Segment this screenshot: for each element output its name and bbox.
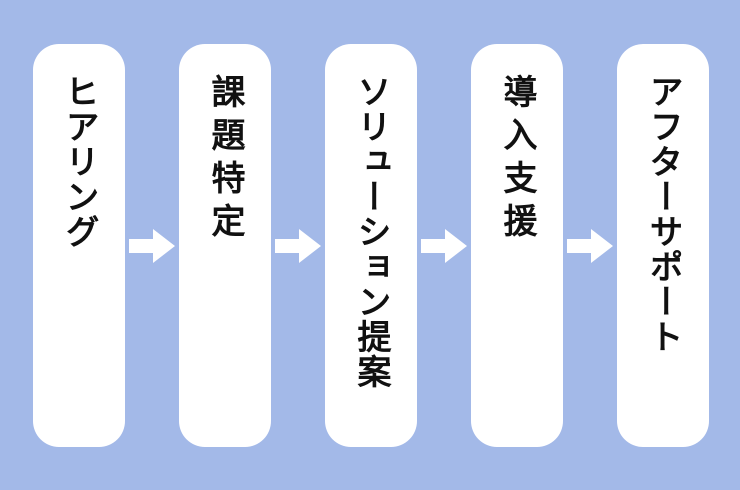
step-label-implementation-support: 導入支援 [497,74,537,246]
step-card-after-support: アフターサポート [617,44,709,447]
step-card-solution-proposal: ソリューション提案 [325,44,417,447]
step-label-hearing: ヒアリング [59,74,99,249]
step-label-after-support: アフターサポート [643,74,683,354]
right-arrow-icon [129,229,175,263]
right-arrow-icon [421,229,467,263]
step-label-issue-identification: 課題特定 [205,74,245,246]
step-card-implementation-support: 導入支援 [471,44,563,447]
right-arrow-icon [275,229,321,263]
step-card-issue-identification: 課題特定 [179,44,271,447]
right-arrow-icon [567,229,613,263]
step-label-solution-proposal: ソリューション提案 [351,74,391,389]
step-card-hearing: ヒアリング [33,44,125,447]
